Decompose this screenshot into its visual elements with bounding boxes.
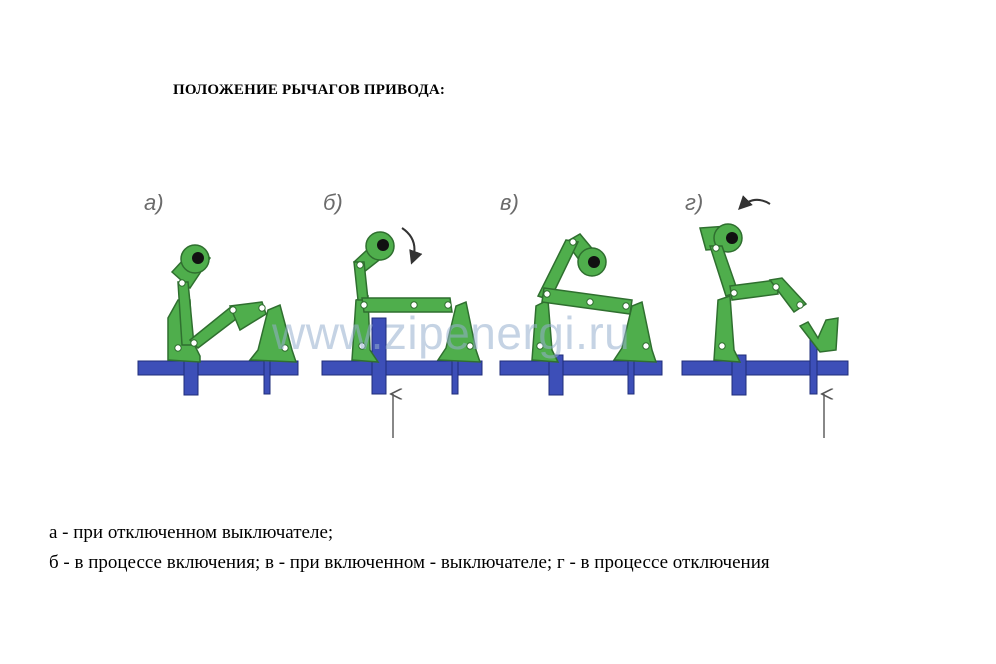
diagram-title: ПОЛОЖЕНИЕ РЫЧАГОВ ПРИВОДА: <box>173 82 446 98</box>
panel-label-g: г) <box>685 190 704 215</box>
panel-a-mechanism <box>137 244 299 396</box>
panel-label-b: б) <box>323 190 343 215</box>
panel-label-a: а) <box>144 190 164 215</box>
caption-line-1: а - при отключенном выключателе; <box>49 522 334 543</box>
caption-line-2: б - в процессе включения; в - при включе… <box>49 552 770 573</box>
panel-v-mechanism <box>499 233 663 396</box>
panel-g-mechanism <box>681 195 849 438</box>
panel-label-v: в) <box>500 190 519 215</box>
watermark: www.zipenergi.ru <box>272 307 631 359</box>
panel-b-mechanism <box>321 227 483 438</box>
